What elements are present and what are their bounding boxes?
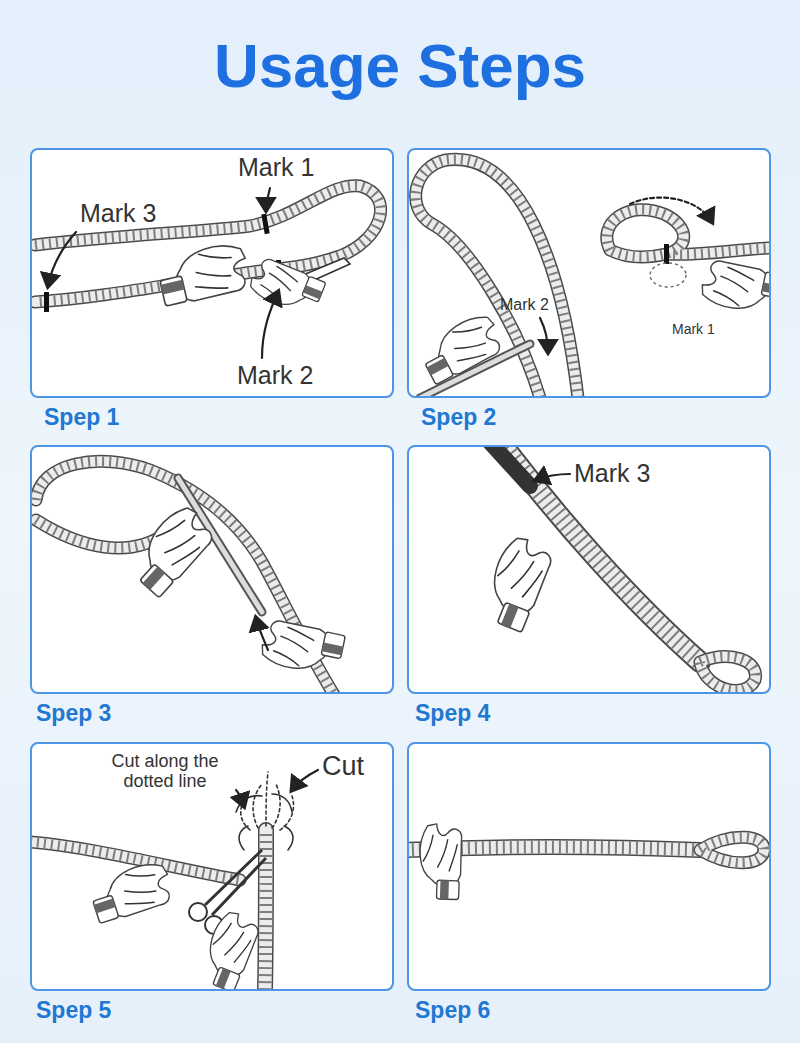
callout-label: Cut — [322, 752, 364, 782]
callout-label: Mark 2 — [237, 362, 313, 390]
callout-label: Cut along the dotted line — [96, 752, 234, 792]
callout-label: Mark 3 — [574, 460, 650, 488]
step-label: Spep 1 — [44, 404, 119, 431]
step-label: Spep 6 — [415, 997, 490, 1024]
callout-label: Mark 1 — [238, 154, 314, 182]
page-title: Usage Steps — [0, 30, 800, 101]
callout-label: Mark 1 — [672, 322, 715, 337]
step-panel: Spep 2 — [407, 148, 771, 398]
step-panel: Spep 3 — [30, 445, 394, 694]
step-label: Spep 5 — [36, 997, 111, 1024]
callout-label: Mark 2 — [500, 296, 549, 314]
step-label: Spep 3 — [36, 700, 111, 727]
callout-label: Mark 3 — [80, 200, 156, 228]
step-label: Spep 4 — [415, 700, 490, 727]
step-panel: Spep 1 — [30, 148, 394, 398]
step-panel: Spep 6 — [407, 742, 771, 991]
step-label: Spep 2 — [421, 404, 496, 431]
